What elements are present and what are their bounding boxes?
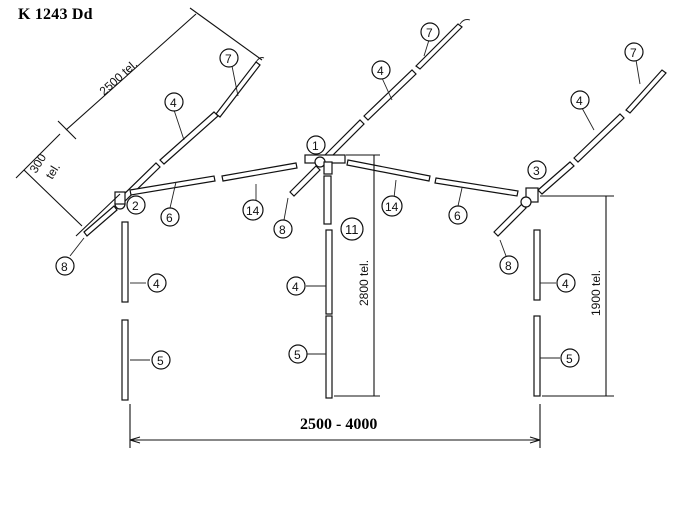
right-post-upper [533,229,541,301]
svg-text:14: 14 [246,204,260,218]
center-post-top [323,175,332,225]
svg-text:8: 8 [505,259,512,273]
center-post-upper [325,229,333,315]
center-low-callout [273,219,293,239]
left-joint-callout [126,195,146,215]
left-post-upper [121,221,129,303]
center-low-pole [289,165,321,197]
left-mid-pole [159,111,219,165]
left-callouts: 7 4 2 6 8 4 5 [55,48,239,370]
center-right-beam-callout [381,195,403,217]
right-low-pole [493,203,527,237]
left-top-callout [219,48,239,68]
right-low-callout [499,255,519,275]
svg-text:5: 5 [157,354,164,368]
svg-text:1: 1 [312,139,319,153]
left-rafter-dimension: 2500 tel. [97,57,141,98]
svg-text:6: 6 [454,209,461,223]
right-post-upper-callout [556,273,576,293]
right-post-lower [533,315,541,397]
svg-text:4: 4 [576,94,583,108]
center-height-dimension: 2800 tel. [334,154,380,397]
center-post-lower-callout [288,344,308,364]
center-mid-callout [371,60,391,80]
overall-width-label: 2500 - 4000 [300,416,378,433]
svg-text:4: 4 [292,280,299,294]
left-low-pole [83,205,118,237]
center-post-lower [325,315,333,399]
center-bracket [323,161,333,175]
center-assembly [289,19,471,399]
center-post-upper-callout [286,276,306,296]
center-bracket-callout [340,217,364,241]
svg-text:5: 5 [294,348,301,362]
right-assembly [434,69,667,397]
svg-text:4: 4 [170,96,177,110]
svg-text:2: 2 [132,199,139,213]
left-rafter-assembly [83,57,298,401]
svg-text:7: 7 [630,46,637,60]
drawing-title: K 1243 Dd [18,6,93,23]
svg-text:7: 7 [426,26,433,40]
svg-text:4: 4 [562,277,569,291]
overall-width-dimension [129,404,541,448]
left-top-pole [215,61,261,118]
right-height-dimension: 1900 tel. [540,195,614,397]
svg-text:2800 tel.: 2800 tel. [357,260,371,306]
svg-text:8: 8 [61,260,68,274]
center-left-beam-callout [242,199,264,221]
right-top-callout [624,42,644,62]
right-brace [434,177,519,197]
svg-text:14: 14 [385,200,399,214]
left-post-lower [121,319,129,401]
left-low-callout [55,256,75,276]
center-top-pole [415,23,463,70]
svg-text:3: 3 [533,164,540,178]
center-joint-callout [306,135,326,155]
right-post-lower-callout [560,348,580,368]
left-beam [221,162,298,182]
svg-text:4: 4 [153,277,160,291]
center-top-callout [420,22,440,42]
right-joint-callout [527,160,547,180]
left-post-lower-callout [151,350,171,370]
svg-text:8: 8 [279,223,286,237]
left-brace [129,175,216,196]
right-callouts: 7 4 3 6 8 4 5 [448,42,644,368]
right-mid-callout [570,90,590,110]
svg-text:7: 7 [225,52,232,66]
svg-text:5: 5 [566,352,573,366]
left-post-upper-callout [147,273,167,293]
left-mid-callout [164,92,184,112]
svg-text:11: 11 [345,222,359,237]
right-mid-pole [573,113,625,163]
svg-text:4: 4 [377,64,384,78]
right-brace-callout [448,205,468,225]
center-right-beam [346,159,431,182]
center-callouts: 7 4 1 14 14 8 11 4 5 [242,22,440,364]
left-brace-callout [160,207,180,227]
svg-text:1900 tel.: 1900 tel. [589,270,603,316]
svg-text:6: 6 [166,211,173,225]
right-top-pole [625,69,667,114]
